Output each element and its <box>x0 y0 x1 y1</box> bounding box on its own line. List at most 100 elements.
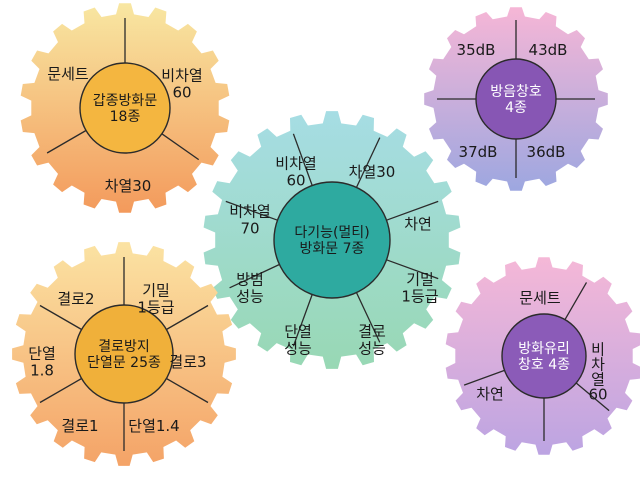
segment-label-line: 43dB <box>529 41 568 59</box>
gear-hub <box>501 313 587 399</box>
segment-label-line: 결로 <box>358 323 386 341</box>
gear-title: 다기능(멀티)방화문 7종 <box>294 225 369 257</box>
segment-label-line: 70 <box>240 220 259 238</box>
segment-divider <box>564 282 588 320</box>
segment-divider <box>229 263 280 289</box>
segment-label-line: 60 <box>172 84 191 102</box>
segment-divider <box>39 377 82 404</box>
segment-label-line: 37dB <box>459 143 498 161</box>
segment-label: 37dB <box>459 143 498 161</box>
gear-hub <box>475 58 557 140</box>
segment-divider <box>46 129 87 154</box>
segment-divider <box>225 200 278 221</box>
segment-label-line: 결로2 <box>57 290 94 308</box>
segment-divider <box>292 294 313 347</box>
segment-label-line: 열 <box>591 371 605 389</box>
segment-label-line: 기밀 <box>406 271 434 289</box>
segment-label: 문세트 <box>47 65 89 83</box>
segment-label-line: 차 <box>591 356 605 374</box>
segment-label-line: 60 <box>588 386 607 404</box>
gear-hub <box>74 304 174 404</box>
segment-label-line: 성능 <box>284 340 312 358</box>
segment-label-line: 기밀 <box>142 282 170 300</box>
segment-divider <box>575 382 610 412</box>
segment-divider <box>463 369 505 386</box>
gear-hub <box>273 181 391 299</box>
gear-title-line: 다기능(멀티) <box>294 225 369 241</box>
segment-label-line: 차연 <box>404 215 432 233</box>
segment-label-line: 문세트 <box>47 65 89 83</box>
segment-label-line: 문세트 <box>519 289 561 307</box>
segment-label-line: 단열 <box>284 323 312 341</box>
segment-label-line: 차열30 <box>105 177 152 195</box>
segment-label: 문세트 <box>519 289 561 307</box>
segment-divider <box>355 137 381 188</box>
segment-label-line: 1.8 <box>30 362 54 380</box>
segment-label-line: 차연 <box>476 385 504 403</box>
segment-label: 단열1.4 <box>128 417 179 435</box>
segment-label-line: 60 <box>286 172 305 190</box>
gear-title-line: 결로방지 <box>98 339 150 355</box>
segment-label: 35dB <box>457 41 496 59</box>
segment-label-line: 35dB <box>457 41 496 59</box>
segment-divider <box>166 377 209 404</box>
segment-divider <box>39 304 82 331</box>
segment-divider <box>161 133 200 161</box>
segment-divider <box>386 200 439 221</box>
segment-label: 결로3 <box>169 353 206 371</box>
segment-label-line: 비 <box>591 341 605 359</box>
gear-title-line: 갑종방화문 <box>93 93 158 109</box>
gear-title-line: 18종 <box>110 109 141 125</box>
gear-title-line: 방음창호 <box>490 84 542 100</box>
segment-label-line: 차열30 <box>349 163 396 181</box>
segment-label-line: 36dB <box>527 143 566 161</box>
segment-label: 차연 <box>476 385 504 403</box>
segment-label-line: 성능 <box>358 340 386 358</box>
gear-title-line: 단열문 25종 <box>87 355 161 371</box>
segment-label: 차연 <box>404 215 432 233</box>
gear-title-line: 4종 <box>505 100 527 116</box>
segment-divider <box>355 292 381 343</box>
segment-label: 43dB <box>529 41 568 59</box>
segment-label-line: 단열 <box>28 345 56 363</box>
segment-label-line: 성능 <box>236 288 264 306</box>
segment-label: 36dB <box>527 143 566 161</box>
segment-divider <box>386 259 439 280</box>
segment-label-line: 방범 <box>236 271 264 289</box>
gear-title-line: 방화유리 <box>518 341 570 357</box>
segment-label-line: 단열1.4 <box>128 417 179 435</box>
segment-label-line: 결로3 <box>169 353 206 371</box>
segment-label-line: 결로1 <box>61 417 98 435</box>
segment-label-line: 1등급 <box>137 299 174 317</box>
segment-label: 결로1 <box>61 417 98 435</box>
gear-title-line: 방화문 7종 <box>300 241 365 257</box>
segment-label-line: 1등급 <box>401 288 438 306</box>
segment-label: 결로2 <box>57 290 94 308</box>
segment-divider <box>166 304 209 331</box>
segment-label-line: 비차열 <box>229 203 270 221</box>
segment-label: 차열30 <box>105 177 152 195</box>
gear-hub <box>79 62 171 154</box>
gear-title-line: 창호 4종 <box>518 357 570 373</box>
segment-divider <box>292 133 313 186</box>
segment-label-line: 비차열 <box>161 67 202 85</box>
